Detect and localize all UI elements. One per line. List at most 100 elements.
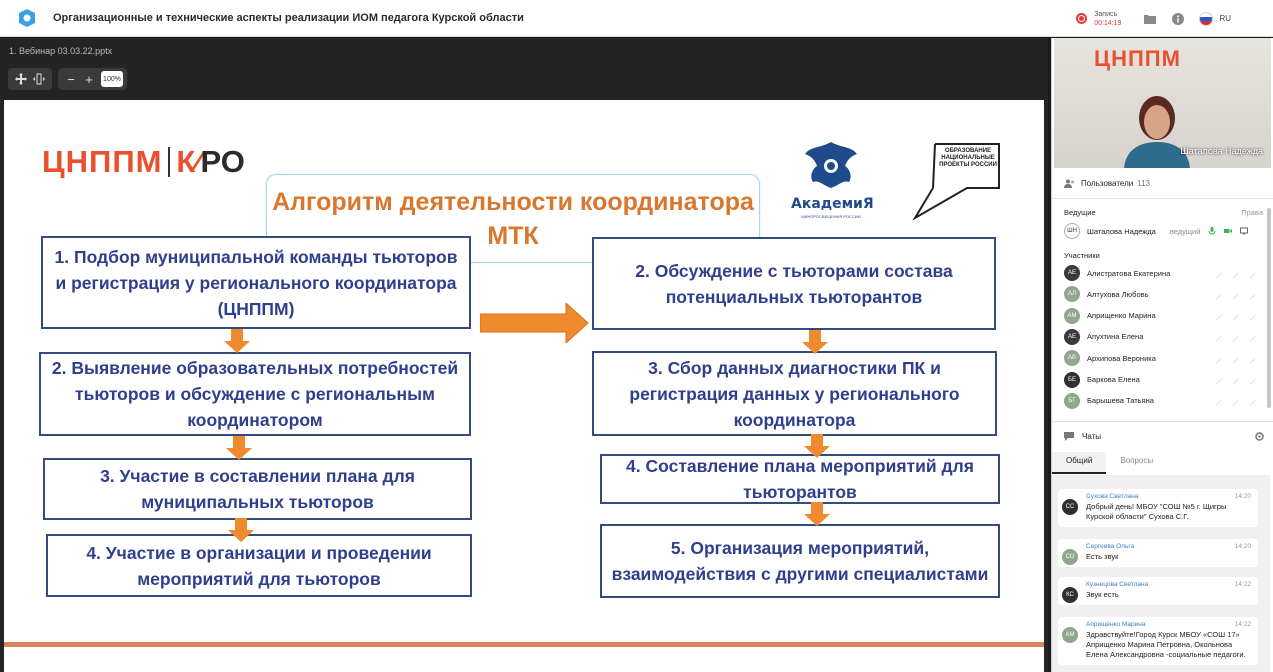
zoom-in-button[interactable]: + [85,71,93,87]
arrow-down-icon [802,330,828,354]
message-author[interactable]: Априщенко Марина [1086,621,1146,628]
divider [1052,198,1273,199]
presentation-filename: 1. Вебинар 03.03.22.pptx [9,46,113,56]
record-icon[interactable] [1076,13,1088,24]
avatar: КС [1062,587,1078,603]
brand-right-text: К⁄РО [176,144,245,180]
arrow-down-icon [804,434,830,458]
fit-width-icon[interactable] [30,70,48,88]
mic-off-icon[interactable] [1211,268,1222,278]
participant-controls [1203,395,1256,406]
screen-off-icon[interactable] [1245,331,1256,342]
screen-off-icon[interactable] [1245,353,1256,364]
host-row[interactable]: ШН Шаталова Надежда ведущий [1064,222,1264,240]
users-heading[interactable]: Пользователи 113 [1064,179,1150,188]
presentation-stage: 1. Вебинар 03.03.22.pptx − + 100% ЦНППМ … [0,38,1048,672]
avatar: ШН [1064,223,1080,239]
camera-off-icon[interactable] [1228,289,1239,300]
hosts-label: Ведущие [1064,208,1096,217]
avatar: АЕ [1064,265,1080,281]
screen-off-icon[interactable] [1245,268,1256,278]
gear-icon[interactable] [1254,431,1265,442]
avatar: АЕ [1064,328,1080,345]
screen-share-icon[interactable] [1240,227,1249,235]
message-time: 14:22 [1234,581,1251,588]
host-name: Шаталова Надежда [1087,226,1156,236]
zoom-out-button[interactable]: − [67,71,75,87]
message-time: 14:20 [1234,493,1251,500]
camera-off-icon[interactable] [1228,395,1239,406]
screen-off-icon[interactable] [1245,310,1256,321]
mic-off-icon[interactable] [1211,310,1222,321]
chat-icon [1064,432,1074,441]
message-time: 14:20 [1234,543,1251,550]
speaker-name: Шаталова Надежда [1180,146,1263,156]
host-role: ведущий [1169,226,1201,236]
chats-label: Чаты [1082,432,1102,441]
mic-off-icon[interactable] [1211,374,1222,385]
cnppm-kiro-logo: ЦНППМ К⁄РО [42,144,245,180]
message-author[interactable]: Сухова Светлана [1086,493,1139,500]
camera-icon[interactable] [1224,227,1233,235]
participants-label: Участники [1064,251,1100,260]
russian-flag-icon[interactable] [1199,11,1214,26]
camera-off-icon[interactable] [1228,374,1239,385]
rights-label: Права [1241,208,1263,217]
screen-off-icon[interactable] [1245,395,1256,406]
brand-separator [168,147,171,177]
camera-off-icon[interactable] [1228,353,1239,364]
camera-off-icon[interactable] [1228,310,1239,321]
message-time: 14:22 [1234,621,1251,628]
avatar: БТ [1064,392,1080,409]
right-step-2: 2. Обсуждение с тьюторами состава потенц… [592,237,996,330]
top-bar: Организационные и технические аспекты ре… [0,0,1273,37]
message-author[interactable]: Кузнецова Светлана [1086,581,1149,588]
message-text: Есть звук [1086,552,1119,561]
participant-controls [1203,353,1256,364]
folder-icon[interactable] [1143,12,1157,26]
tab-general[interactable]: Общий [1052,452,1107,474]
app-logo-icon[interactable] [16,7,38,29]
right-step-3: 3. Сбор данных диагностики ПК и регистра… [592,351,997,436]
users-icon [1064,179,1074,188]
participant-name: Архипова Вероника [1087,353,1156,363]
info-icon[interactable] [1171,12,1185,26]
mic-off-icon[interactable] [1211,331,1222,342]
language-selector[interactable]: RU [1219,14,1231,23]
move-icon[interactable] [12,70,30,88]
webinar-title: Организационные и технические аспекты ре… [53,12,524,24]
brand-left-text: ЦНППМ [42,144,163,179]
chats-heading[interactable]: Чаты [1064,432,1101,441]
arrow-down-icon [228,518,254,542]
tab-questions[interactable]: Вопросы [1120,456,1154,465]
arrow-down-icon [224,329,250,353]
zoom-level[interactable]: 100% [101,71,123,87]
mic-off-icon[interactable] [1211,289,1222,300]
right-sidebar: ЦНППМ Шаталова Надежда Пользователи 113 … [1051,38,1273,672]
academy-logo: АкадемиЯ МИНПРОСВЕЩЕНИЯ РОССИИ [791,138,874,223]
mic-off-icon[interactable] [1211,353,1222,364]
right-step-5: 5. Организация мероприятий, взаимодейств… [600,524,1000,598]
speaker-video[interactable]: ЦНППМ Шаталова Надежда [1054,38,1271,168]
screen-off-icon[interactable] [1245,374,1256,385]
screen-off-icon[interactable] [1245,289,1256,300]
avatar: СО [1062,549,1078,565]
mic-off-icon[interactable] [1211,395,1222,406]
video-wall-logo: ЦНППМ [1094,46,1181,71]
users-scrollbar[interactable] [1267,208,1271,408]
camera-off-icon[interactable] [1228,331,1239,342]
microphone-icon[interactable] [1208,227,1216,235]
presentation-controls: − + 100% [8,68,133,90]
camera-off-icon[interactable] [1228,268,1239,278]
message-author[interactable]: Сергеева Ольга [1086,543,1135,550]
